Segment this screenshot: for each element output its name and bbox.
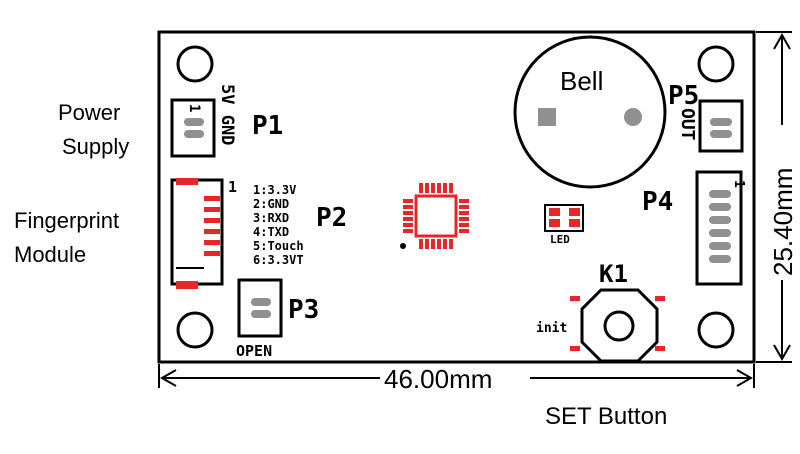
led: LED — [544, 204, 584, 246]
led-label: LED — [550, 233, 570, 246]
p2-pin-row-3: 3:RXD — [253, 211, 289, 225]
k1-label: init — [536, 321, 567, 336]
p2-pin-row-6: 6:3.3VT — [253, 253, 304, 267]
mount-hole-tr — [697, 45, 735, 83]
power-label-1: Power — [58, 100, 120, 125]
p1-pins-label: 5V GND — [217, 84, 237, 145]
p2-name: P2 — [316, 203, 347, 233]
mount-hole-br — [697, 311, 735, 349]
p2-connector: 1 1:3.3V 2:GND 3:RXD 4:TXD 5:Touch 6:3.3… — [170, 178, 347, 289]
k1-button: K1 init — [536, 260, 665, 363]
mount-hole-bl — [176, 311, 214, 349]
bell-buzzer: Bell — [513, 35, 667, 189]
p4-name: P4 — [642, 187, 673, 217]
p1-pin1: 1 — [186, 104, 202, 112]
height-value: 25.40mm — [768, 168, 798, 276]
p4-connector: 1 P4 — [642, 170, 746, 286]
fingerprint-label-2: Module — [14, 242, 86, 267]
width-dimension: 46.00mm — [158, 364, 755, 394]
width-value: 46.00mm — [384, 364, 492, 394]
p5-name: P5 — [668, 81, 699, 111]
mcu-chip — [400, 183, 469, 249]
p2-pin-row-1: 1:3.3V — [253, 183, 296, 197]
p1-connector: 1 5V GND P1 — [170, 84, 283, 158]
k1-name: K1 — [599, 260, 628, 288]
p3-label: OPEN — [236, 342, 272, 360]
bell-label: Bell — [560, 66, 603, 96]
mount-hole-tl — [176, 45, 214, 83]
power-label-2: Supply — [62, 134, 129, 159]
p3-name: P3 — [288, 295, 319, 325]
p3-connector: P3 OPEN — [236, 278, 319, 360]
p5-connector: P5 OUT — [668, 81, 744, 153]
p2-pin-row-5: 5:Touch — [253, 239, 304, 253]
p5-label: OUT — [677, 108, 698, 141]
p2-pin-row-2: 2:GND — [253, 197, 289, 211]
fingerprint-label-1: Fingerprint — [14, 208, 119, 233]
p2-pin1: 1 — [228, 178, 237, 196]
p1-name: P1 — [252, 111, 283, 141]
set-button-label: SET Button — [545, 403, 667, 430]
p4-pin1: 1 — [731, 180, 746, 188]
height-dimension: 25.40mm — [756, 31, 798, 363]
p2-pin-row-4: 4:TXD — [253, 225, 289, 239]
